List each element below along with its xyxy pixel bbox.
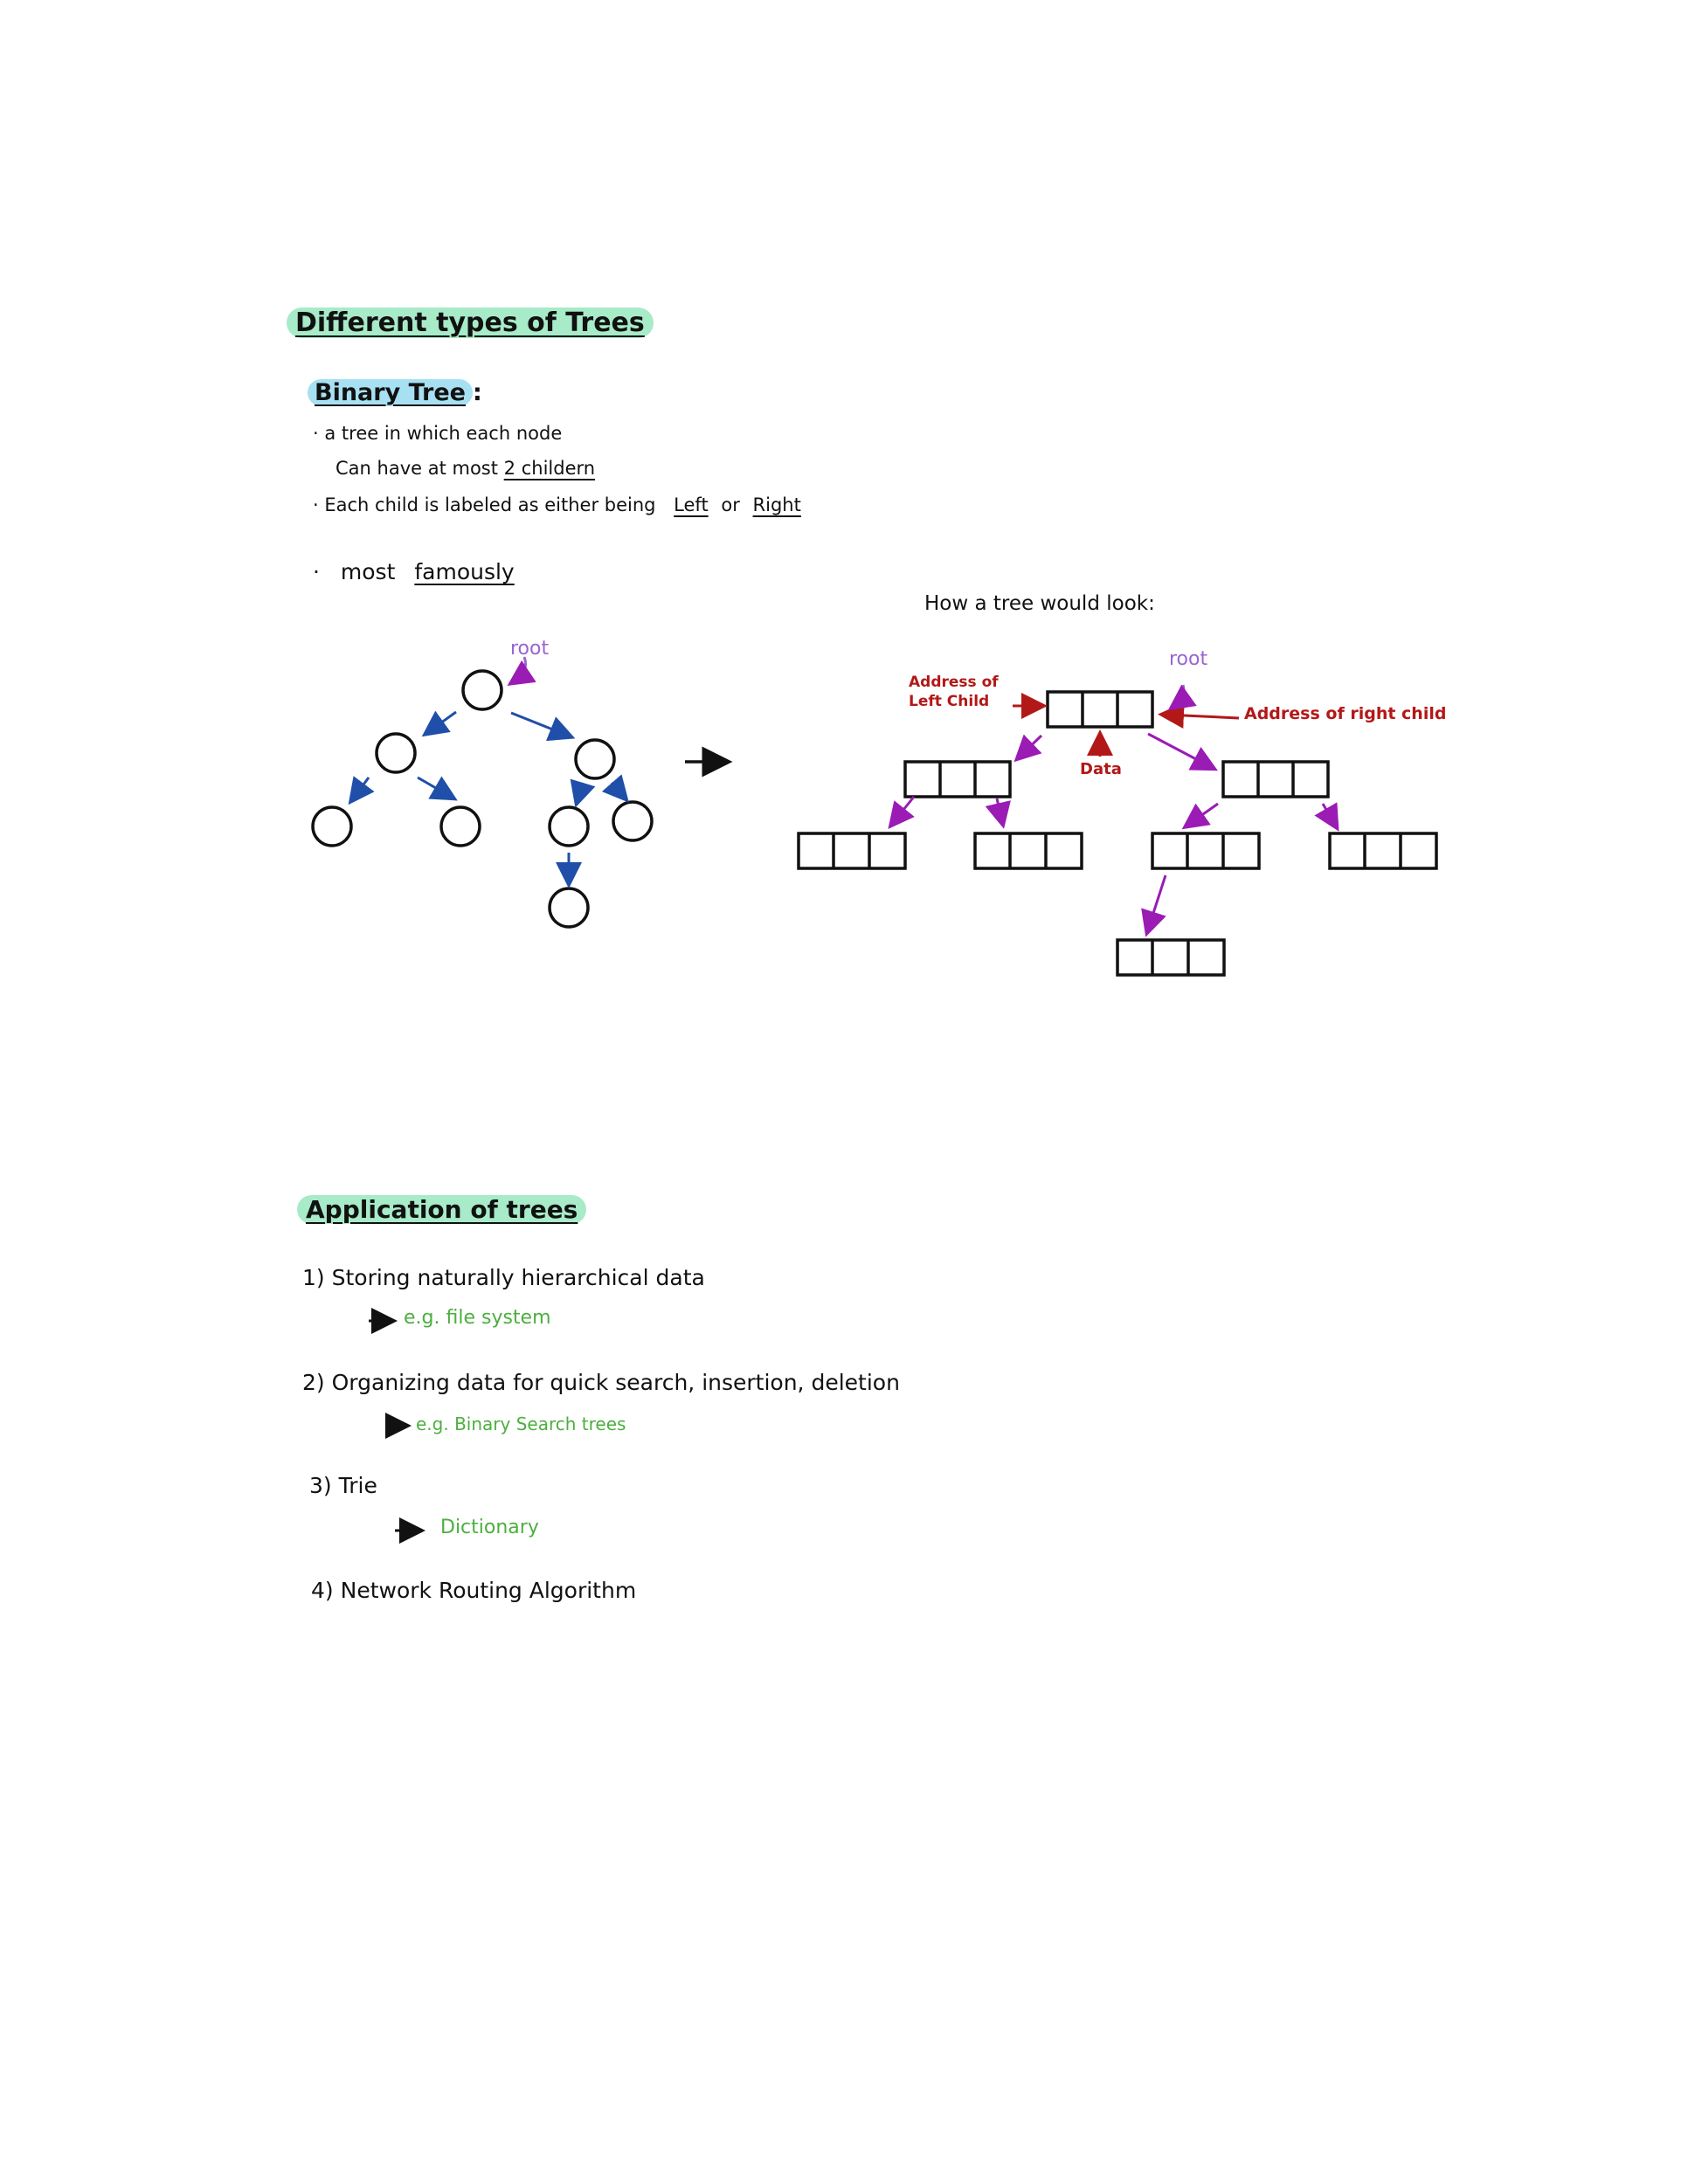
tree-edge-r-rr bbox=[601, 774, 629, 803]
application-example-1: e.g. file system bbox=[404, 1307, 551, 1329]
right-label: Right bbox=[752, 494, 801, 515]
application-text: Network Routing Algorithm bbox=[340, 1578, 637, 1603]
root-label-left: root bbox=[510, 638, 550, 660]
linked-node-ll bbox=[797, 832, 907, 870]
data-label: Data bbox=[1080, 760, 1122, 778]
linked-node-root bbox=[1046, 690, 1154, 729]
section-title-applications: Application of trees bbox=[297, 1195, 587, 1224]
bullet-left-right: · Each child is labeled as either being … bbox=[313, 494, 801, 515]
application-num: 3) bbox=[309, 1473, 332, 1498]
most-text: most bbox=[340, 559, 396, 584]
bullet-definition-line1: · a tree in which each node bbox=[313, 423, 562, 444]
section-title-tree-types: Different types of Trees bbox=[287, 308, 654, 338]
tree-node-lr bbox=[439, 805, 481, 847]
binary-tree-label: Binary Tree bbox=[308, 379, 473, 406]
tree-edge-root-l bbox=[421, 710, 457, 737]
tree-node-root bbox=[461, 669, 503, 711]
or-label: or bbox=[721, 494, 740, 515]
pointer-rl-rll bbox=[1141, 874, 1167, 937]
tree-edge-l-lr bbox=[417, 776, 458, 801]
application-item-1: 1) Storing naturally hierarchical data bbox=[302, 1265, 705, 1290]
root-label-right: root bbox=[1169, 648, 1208, 670]
right-address-label: Address of right child bbox=[1244, 704, 1447, 723]
pointer-root-l bbox=[1013, 734, 1043, 763]
linked-node-r bbox=[1221, 760, 1330, 798]
pointer-l-ll bbox=[888, 796, 916, 830]
root-pointer-left bbox=[507, 656, 536, 686]
bullet-famously: · most famously bbox=[313, 559, 515, 584]
bullet-dot: · bbox=[313, 559, 320, 584]
linked-node-rr bbox=[1328, 832, 1438, 870]
linked-node-rll bbox=[1116, 938, 1226, 977]
pointer-root-r bbox=[1147, 732, 1218, 771]
application-num: 2) bbox=[302, 1370, 325, 1395]
linked-node-lr bbox=[973, 832, 1083, 870]
linked-node-rl bbox=[1151, 832, 1261, 870]
application-text: Storing naturally hierarchical data bbox=[331, 1265, 705, 1290]
tree-edge-l-ll bbox=[348, 776, 375, 805]
application-item-2: 2) Organizing data for quick search, ins… bbox=[302, 1370, 900, 1395]
bullet-dot: · bbox=[313, 494, 319, 515]
left-label: Left bbox=[674, 494, 709, 515]
application-item-3: 3) Trie bbox=[309, 1473, 377, 1498]
pointer-r-rr bbox=[1314, 802, 1339, 832]
binary-tree-colon: : bbox=[472, 379, 482, 406]
application-num: 4) bbox=[311, 1578, 334, 1603]
left-address-line1: Address of bbox=[909, 674, 999, 691]
bullet-left-right-text: Each child is labeled as either being bbox=[324, 494, 656, 515]
pointer-r-rl bbox=[1181, 802, 1219, 830]
tree-node-rl bbox=[548, 805, 590, 847]
application-example-3: Dictionary bbox=[440, 1517, 539, 1538]
root-pointer-right bbox=[1167, 684, 1197, 711]
two-children-emphasis: 2 childern bbox=[503, 458, 596, 479]
linked-node-l bbox=[903, 760, 1012, 798]
tree-edge-root-r bbox=[510, 711, 576, 742]
application-text: Organizing data for quick search, insert… bbox=[331, 1370, 900, 1395]
tree-node-r bbox=[574, 738, 616, 780]
tree-node-l bbox=[375, 732, 417, 774]
tree-edge-r-rl bbox=[570, 778, 596, 808]
bullet-dot: · bbox=[313, 423, 319, 444]
application-num: 1) bbox=[302, 1265, 325, 1290]
diagram-caption: How a tree would look: bbox=[924, 592, 1155, 615]
pointer-l-lr bbox=[985, 798, 1011, 829]
application-example-2: e.g. Binary Search trees bbox=[416, 1413, 626, 1434]
tree-node-ll bbox=[311, 805, 353, 847]
right-address-arrow bbox=[1158, 702, 1240, 729]
bullet-definition-text: a tree in which each node bbox=[324, 423, 563, 444]
bullet-definition-text-2: Can have at most bbox=[336, 458, 498, 479]
left-address-line2: Left Child bbox=[909, 693, 990, 710]
binary-tree-heading: Binary Tree: bbox=[308, 379, 482, 406]
tree-node-rll bbox=[548, 887, 590, 929]
application-text: Trie bbox=[338, 1473, 377, 1498]
application-item-4: 4) Network Routing Algorithm bbox=[311, 1578, 636, 1603]
famously-emphasis: famously bbox=[414, 559, 515, 584]
tree-node-rr bbox=[612, 800, 654, 842]
left-address-label: Address of Left Child bbox=[909, 673, 999, 711]
bullet-definition-line2: Can have at most 2 childern bbox=[336, 458, 595, 479]
